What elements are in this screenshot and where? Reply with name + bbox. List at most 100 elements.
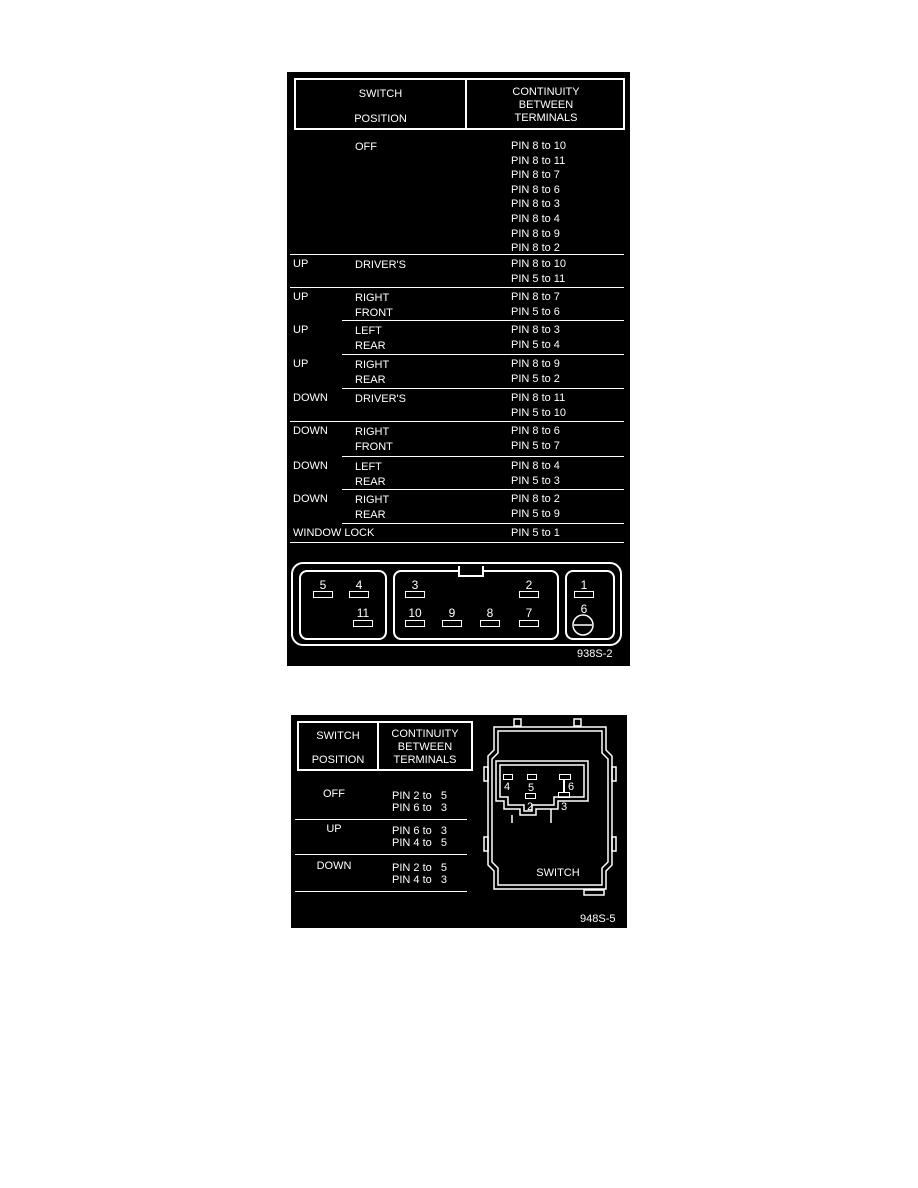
switch-direction: UP [293,258,309,270]
connector-pin-number: 7 [525,606,533,620]
continuity-pin-pair: PIN 8 to 6 [511,425,560,437]
switch-window: RIGHT REAR [355,359,390,386]
row-separator [342,388,624,389]
switch-position: OFF [323,788,345,800]
switch-window: DRIVER'S [355,393,406,405]
continuity-pin-pair: PIN 8 to 7 [511,169,560,182]
connector-pin-number: 3 [411,578,419,592]
header-continuity: CONTINUITY BETWEEN TERMINALS [512,86,580,124]
continuity-pin-pair: PIN 8 to 9 [511,358,560,370]
row-separator [342,489,624,490]
table1-row: DOWN RIGHT FRONT PIN 8 to 6 PIN 5 to 7 [287,425,630,460]
switch-direction: DOWN [293,460,328,472]
switch-window: LEFT REAR [355,461,386,488]
row-separator [342,456,624,457]
row-separator [290,542,624,543]
continuity-pin-pair: PIN 8 to 10 [511,258,567,270]
switch-window: OFF [355,141,377,153]
continuity-pin-pair: PIN 5 to 7 [511,439,560,452]
connector-pin-terminal [405,620,425,627]
switch-pin-number: 2 [526,801,534,813]
switch-pin-number: 3 [560,801,568,813]
connector-outline [291,562,622,646]
connector-left-cavity [299,570,387,640]
continuity-pin-pair: PIN 8 to 7 [511,291,560,303]
connector-pin-terminal [442,620,462,627]
switch-direction: DOWN [293,392,328,404]
switch-pin-terminal [525,793,536,799]
continuity-pin-pair: PIN 5 to 6 [511,305,560,318]
switch-direction: UP [293,291,309,303]
connector-pin-number: 9 [448,606,456,620]
connector-pin-terminal [349,591,369,598]
continuity-pin-pair: PIN 6 to 3 [392,825,448,837]
continuity-pin-pair: PIN 4 to 3 [392,874,448,886]
table1-row: WINDOW LOCK PIN 5 to 1 [287,527,630,543]
row-separator [290,421,624,422]
connector-pin-terminal [519,591,539,598]
continuity-pin-pair: PIN 5 to 1 [511,527,560,539]
continuity-pin-pair: PIN 8 to 4 [511,460,560,472]
connector-pin-terminal [519,620,539,627]
connector-pin-number: 4 [355,578,363,592]
continuity-pin-pair: PIN 8 to 3 [511,324,560,336]
switch-pin-terminal [559,774,571,780]
switch-direction: DOWN [293,425,328,437]
row-separator [342,523,624,524]
row-separator [342,320,624,321]
table1-row: DOWN LEFT REAR PIN 8 to 4 PIN 5 to 3 [287,460,630,493]
continuity-pin-pair: PIN 2 to 5 [392,790,448,802]
continuity-pin-pair: PIN 8 to 11 [511,154,566,167]
switch-window: DRIVER'S [355,259,406,271]
connector-pin-number: 10 [408,606,422,620]
switch-direction: DOWN [293,493,328,505]
continuity-pin-pair: PIN 5 to 4 [511,338,560,351]
header-position: POSITION [311,754,365,766]
header-divider [377,723,379,769]
switch-pin-number: 4 [503,781,511,793]
continuity-pin-pair: PIN 4 to 5 [392,837,448,849]
switch-diagram [483,718,617,896]
connector-pin-number: 1 [580,578,588,592]
switch-label: SWITCH [536,867,580,879]
connector-pin-terminal [574,591,594,598]
table1-row: UP DRIVER'S PIN 8 to 10 PIN 5 to 11 [287,258,630,291]
connector-pin-number: 6 [580,602,588,616]
switch-pin-terminal [503,774,513,780]
header-switch: SWITCH [316,730,360,742]
row-separator [342,354,624,355]
continuity-pin-pair: PIN 2 to 5 [392,862,448,874]
window-switch-continuity-panel: SWITCH POSITION CONTINUITY BETWEEN TERMI… [291,715,627,928]
row-separator [295,854,467,855]
switch-window: RIGHT FRONT [355,426,393,453]
continuity-pin-pair: PIN 8 to 6 [511,183,560,196]
connector-pin-number: 2 [525,578,533,592]
header-switch: SWITCH [358,88,403,100]
connector-right-cavity [565,570,615,640]
connector-pin-number: 5 [319,578,327,592]
continuity-pin-pair: PIN 8 to 11 [511,392,566,404]
switch-window: RIGHT REAR [355,494,390,521]
header-divider [465,80,467,128]
connector-key-notch [458,566,484,577]
row-separator [295,819,467,820]
row-separator [295,891,467,892]
connector-pin-terminal [405,591,425,598]
continuity-pin-pair: PIN 5 to 11 [511,272,566,285]
continuity-pin-pair: PIN 8 to 3 [511,198,560,211]
switch-pin-terminal [558,792,570,798]
switch-direction: WINDOW LOCK [293,527,375,539]
connector-latch-icon [572,614,594,636]
master-switch-continuity-panel: SWITCH POSITION CONTINUITY BETWEEN TERMI… [287,72,630,666]
continuity-pin-pair: PIN 8 to 10 [511,140,567,152]
connector-pin-terminal [313,591,333,598]
continuity-pin-pair: PIN 8 to 9 [511,227,560,240]
continuity-pin-pair: PIN 5 to 3 [511,474,560,487]
connector-pin-number: 8 [486,606,494,620]
table1-header: SWITCH POSITION CONTINUITY BETWEEN TERMI… [294,78,625,130]
